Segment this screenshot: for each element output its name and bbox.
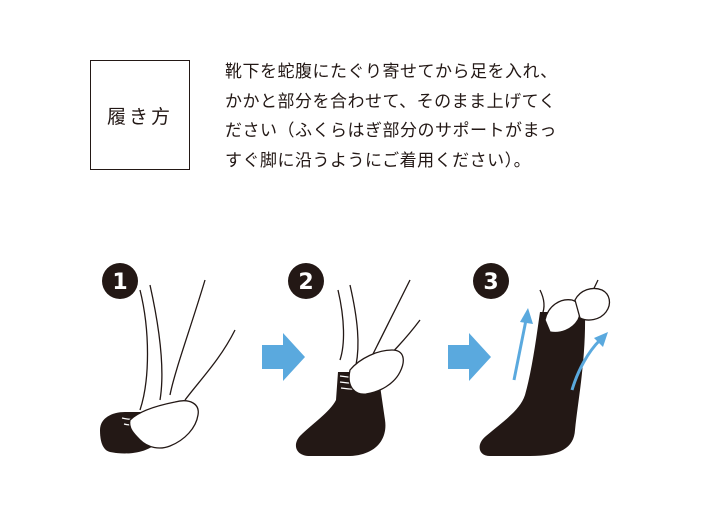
description-line-2: かかと部分を合わせて、そのまま上げてく	[225, 91, 557, 112]
step-1-number-badge: 1	[102, 263, 138, 299]
step-3-up-arrow-left	[512, 308, 533, 381]
step-3-illustration: 3	[473, 263, 611, 456]
instruction-description: 靴下を蛇腹にたぐり寄せてから足を入れ、 かかと部分を合わせて、そのまま上げてく …	[225, 58, 655, 176]
step-1-hand	[128, 400, 199, 449]
step-2-number: 2	[298, 270, 313, 295]
step-3-number-badge: 3	[473, 263, 509, 299]
step-2-illustration: 2	[288, 263, 421, 456]
step-3-sock	[479, 312, 586, 456]
step-1-illustration: 1	[100, 263, 236, 454]
description-line-4: すぐ脚に沿うようにご着用ください）。	[225, 150, 532, 171]
step-2-number-badge: 2	[288, 263, 324, 299]
step-arrow-2	[448, 333, 491, 381]
step-3-number: 3	[483, 270, 498, 295]
step-1-body-lines	[139, 279, 236, 411]
step-arrow-1	[262, 333, 305, 381]
step-2-hand	[348, 349, 404, 395]
step-3-hand-right	[574, 287, 611, 321]
instruction-label: 履き方	[106, 105, 173, 128]
instruction-label-box: 履き方	[90, 60, 190, 170]
description-line-1: 靴下を蛇腹にたぐり寄せてから足を入れ、	[225, 62, 558, 82]
step-1-number: 1	[112, 270, 127, 295]
step-3-up-arrow-right	[570, 332, 608, 391]
description-line-3: ださい（ふくらはぎ部分のサポートがまっ	[225, 121, 557, 141]
